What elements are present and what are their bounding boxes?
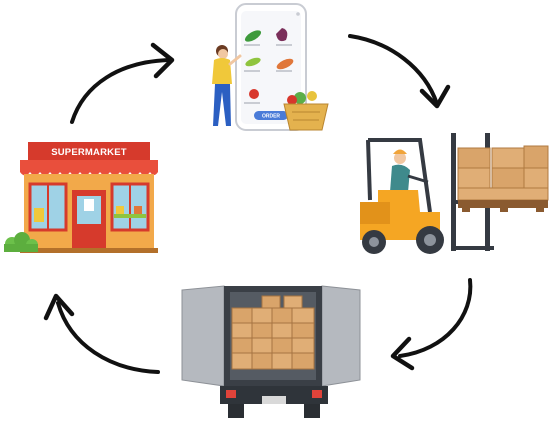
bush-icon (4, 232, 38, 252)
arrowhead-supermarket-to-order (150, 42, 175, 79)
arrowhead-delivery-to-supermarket (43, 293, 75, 321)
phone-grocery-order-icon: ORDER (212, 3, 329, 131)
arrow-order-to-warehouse (348, 34, 439, 106)
delivery-truck-icon (181, 285, 361, 418)
supermarket-store-icon: SUPERMARKET (4, 142, 158, 253)
shopping-basket-icon (283, 91, 329, 131)
arrow-supermarket-to-order (70, 58, 170, 124)
arrow-warehouse-to-delivery (398, 278, 473, 358)
forklift-warehouse-icon (360, 133, 549, 254)
arrowhead-warehouse-to-delivery (390, 336, 415, 371)
pallet-boxes (457, 145, 549, 212)
arrowhead-order-to-warehouse (419, 84, 451, 109)
order-button (254, 111, 288, 120)
supermarket-sign-label: SUPERMARKET (51, 147, 127, 158)
person-shopper-icon (212, 45, 242, 126)
truck-cargo-boxes (231, 295, 315, 370)
arrow-delivery-to-supermarket (56, 301, 160, 374)
order-button-label: ORDER (262, 114, 280, 120)
